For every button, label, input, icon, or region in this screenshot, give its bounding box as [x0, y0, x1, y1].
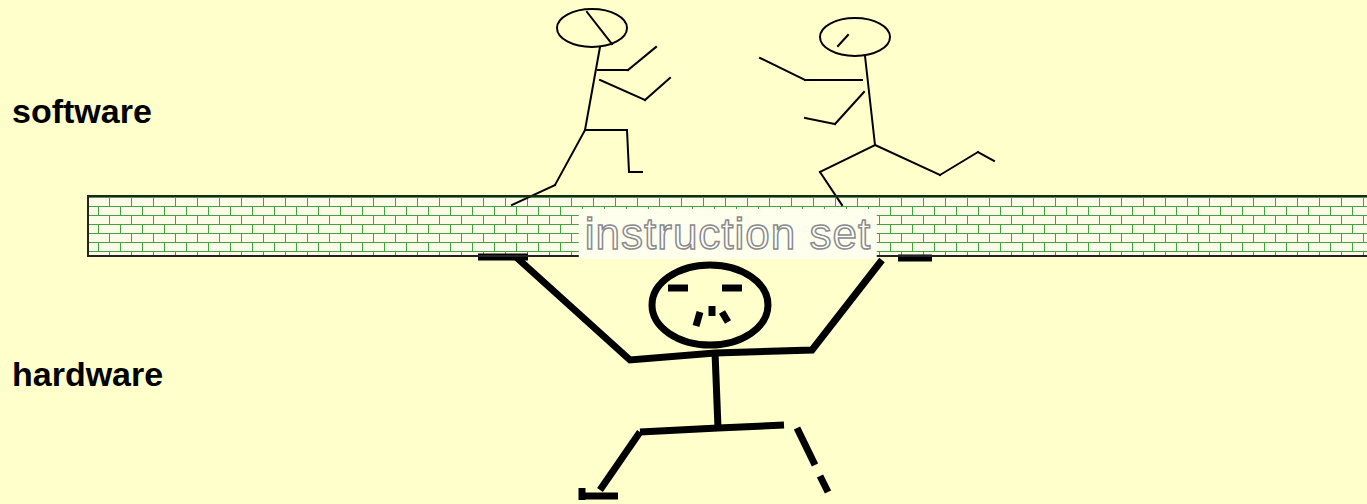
layer-label: hardware [12, 355, 163, 394]
hardware-holder [478, 257, 932, 500]
instruction-set-band: instruction set [87, 195, 1367, 257]
layer-label: software [12, 92, 152, 131]
band-title: instruction set [579, 209, 877, 259]
software-runner-right [760, 18, 994, 205]
software-runner-left [512, 9, 670, 205]
